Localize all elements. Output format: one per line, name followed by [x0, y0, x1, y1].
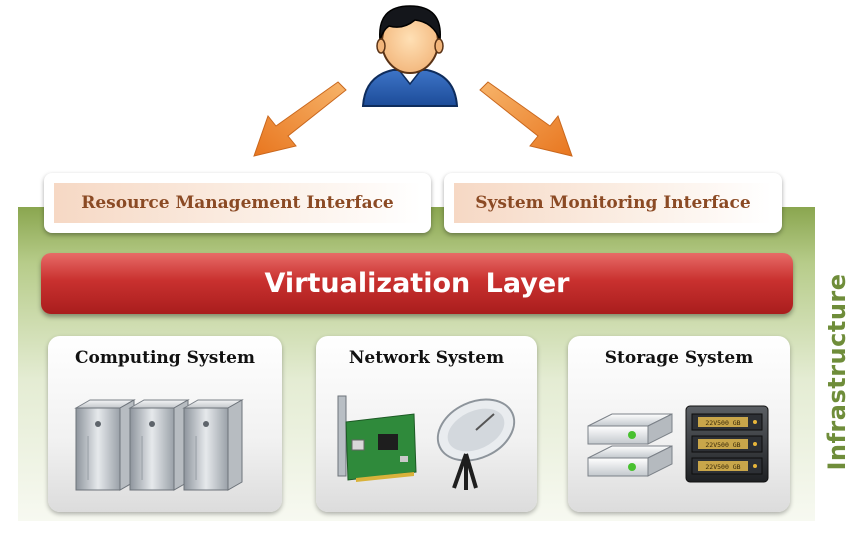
hard-drives-and-storage-rack-icon: 22V500 GB 22V500 GB 22V500 GB: [587, 405, 769, 483]
user-icon: [361, 5, 459, 107]
resource-management-interface: Resource Management Interface: [44, 173, 431, 233]
rack-label-1: 22V500 GB: [705, 419, 740, 427]
computing-system-box: Computing System: [48, 336, 282, 512]
virtualization-layer: Virtualization Layer: [41, 253, 793, 314]
system-monitoring-interface-label: System Monitoring Interface: [454, 183, 772, 223]
network-system-title: Network System: [348, 348, 505, 368]
resource-management-interface-label: Resource Management Interface: [54, 183, 421, 223]
network-card-and-satellite-dish-icon: [337, 395, 516, 490]
rack-label-3: 22V500 GB: [705, 463, 740, 471]
storage-system-title: Storage System: [604, 348, 754, 368]
storage-system-box: Storage System 22V500 GB 22V500 GB 22V50…: [568, 336, 790, 512]
arrow-down-left-icon: [253, 81, 347, 157]
network-system-box: Network System: [316, 336, 537, 512]
system-monitoring-interface: System Monitoring Interface: [444, 173, 782, 233]
arrow-down-right-icon: [479, 81, 573, 157]
rack-label-2: 22V500 GB: [705, 441, 740, 449]
infrastructure-label: Infrastructure: [823, 273, 851, 471]
server-towers-icon: [74, 399, 244, 491]
computing-system-title: Computing System: [75, 348, 255, 368]
